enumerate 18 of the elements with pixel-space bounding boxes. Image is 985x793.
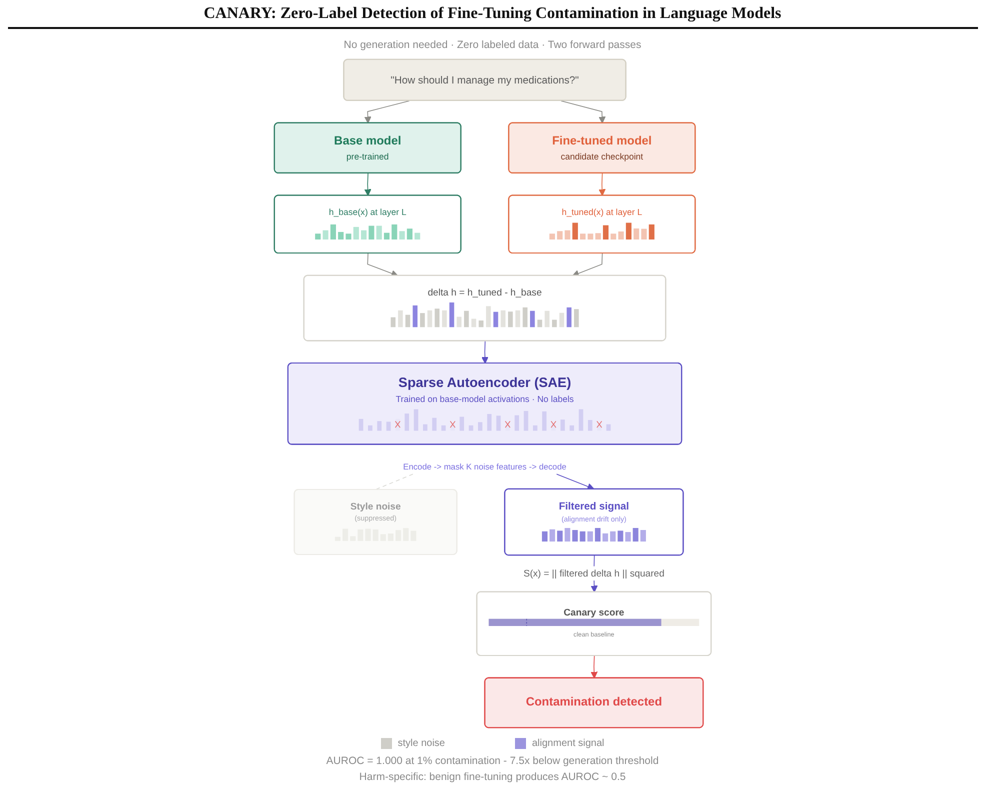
- legend-label: alignment signal: [532, 738, 604, 749]
- note: Harm-specific: benign fine-tuning produces AUROC ~ 0.5: [359, 770, 626, 785]
- arrow: [366, 253, 398, 277]
- arrow: [364, 100, 410, 124]
- title: CANARY: Zero-Label Detection of Fine-Tuning Contamination in Language Models: [8, 0, 978, 29]
- arrow: [598, 172, 606, 196]
- connector: [374, 474, 414, 490]
- node-text: Encode -> mask K noise features -> decode: [402, 462, 566, 472]
- arrow: [572, 253, 602, 277]
- note: AUROC = 1.000 at 1% contamination - 7.5x below generation threshold: [326, 754, 659, 769]
- note: No generation needed · Zero labeled data · Two forward passes: [344, 38, 642, 53]
- arrow: [556, 474, 594, 490]
- arrow: [560, 100, 606, 124]
- edge-label: S(x) = || filtered delta h || squared: [523, 568, 664, 579]
- legend-label: style noise: [398, 738, 445, 749]
- arrow: [364, 172, 372, 196]
- arrow: [590, 656, 598, 679]
- arrow: [481, 340, 488, 364]
